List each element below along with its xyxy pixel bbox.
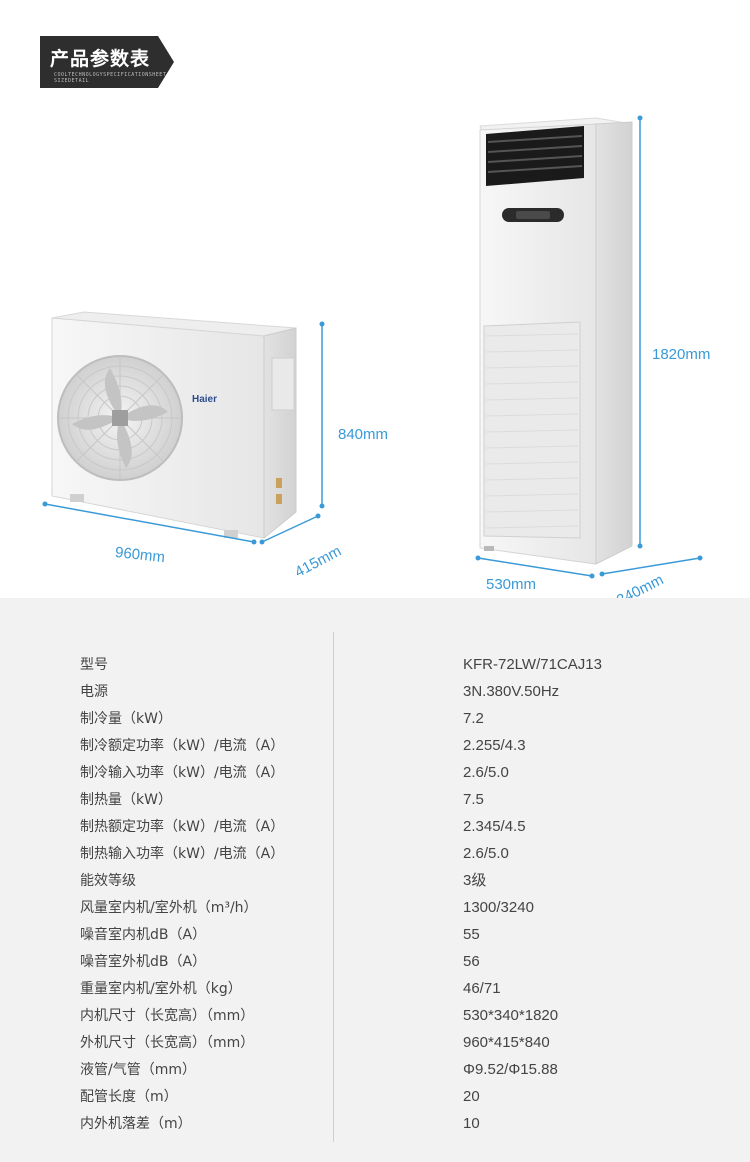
spec-key: 制热量（kW） xyxy=(80,792,172,808)
table-row: 风量室内机/室外机（m³/h） 1300/3240 xyxy=(0,898,750,925)
table-row: 配管长度（m） 20 xyxy=(0,1087,750,1114)
spec-value: 3级 xyxy=(463,872,487,889)
table-row: 电源 3N.380V.50Hz xyxy=(0,682,750,709)
diagram-drawing: Haier xyxy=(42,115,703,579)
spec-key: 外机尺寸（长宽高）（mm） xyxy=(80,1035,255,1051)
spec-value: 3N.380V.50Hz xyxy=(463,683,560,700)
table-row: 内机尺寸（长宽高）（mm） 530*340*1820 xyxy=(0,1006,750,1033)
spec-value: 10 xyxy=(463,1115,480,1132)
spec-value: 7.5 xyxy=(463,791,484,808)
spec-key: 重量室内机/室外机（kg） xyxy=(80,981,242,997)
spec-key: 制冷量（kW） xyxy=(80,711,172,727)
table-row: 重量室内机/室外机（kg） 46/71 xyxy=(0,979,750,1006)
table-row: 型号 KFR-72LW/71CAJ13 xyxy=(0,655,750,682)
spec-key: 制热额定功率（kW）/电流（A） xyxy=(80,819,285,835)
spec-key: 电源 xyxy=(80,684,108,700)
table-row: 制冷量（kW） 7.2 xyxy=(0,709,750,736)
indoor-unit-image xyxy=(479,117,634,565)
spec-value: KFR-72LW/71CAJ13 xyxy=(463,656,602,673)
spec-value: 960*415*840 xyxy=(463,1034,550,1051)
spec-value: 20 xyxy=(463,1088,480,1105)
spec-key: 型号 xyxy=(80,657,108,673)
table-row: 能效等级 3级 xyxy=(0,871,750,898)
table-row: 噪音室外机dB（A） 56 xyxy=(0,952,750,979)
spec-table: 型号 KFR-72LW/71CAJ13 电源 3N.380V.50Hz 制冷量（kW） 7… xyxy=(0,598,750,1162)
table-row: 制热额定功率（kW）/电流（A） 2.345/4.5 xyxy=(0,817,750,844)
spec-value: 55 xyxy=(463,926,480,943)
spec-key: 能效等级 xyxy=(80,873,136,889)
table-row: 液管/气管（mm） Φ9.52/Φ15.88 xyxy=(0,1060,750,1087)
spec-key: 配管长度（m） xyxy=(80,1089,178,1105)
spec-key: 液管/气管（mm） xyxy=(80,1062,196,1078)
spec-key: 制冷额定功率（kW）/电流（A） xyxy=(80,738,285,754)
table-divider xyxy=(333,632,334,1142)
section-banner: 产品参数表 COOLTECHNOLOGYSPECIFICATIONSHEET S… xyxy=(40,36,174,88)
spec-value: 46/71 xyxy=(463,980,501,997)
table-row: 外机尺寸（长宽高）（mm） 960*415*840 xyxy=(0,1033,750,1060)
haier-logo: Haier xyxy=(192,394,217,405)
table-row: 制冷额定功率（kW）/电流（A） 2.255/4.3 xyxy=(0,736,750,763)
spec-value: 1300/3240 xyxy=(463,899,534,916)
spec-value: Φ9.52/Φ15.88 xyxy=(463,1061,558,1078)
spec-value: 2.6/5.0 xyxy=(463,845,509,862)
indoor-width-label: 530mm xyxy=(486,576,537,593)
spec-key: 风量室内机/室外机（m³/h） xyxy=(80,900,258,916)
spec-value: 530*340*1820 xyxy=(463,1007,559,1024)
table-row: 制热量（kW） 7.5 xyxy=(0,790,750,817)
table-row: 噪音室内机dB（A） 55 xyxy=(0,925,750,952)
spec-key: 制热输入功率（kW）/电流（A） xyxy=(80,846,285,862)
spec-key: 内外机落差（m） xyxy=(80,1116,192,1132)
spec-value: 2.255/4.3 xyxy=(463,737,526,754)
outdoor-unit-image xyxy=(51,311,297,540)
spec-key: 噪音室内机dB（A） xyxy=(80,927,207,943)
indoor-height-label: 1820mm xyxy=(652,346,711,363)
banner-shape xyxy=(40,36,174,88)
banner-subtitle: COOLTECHNOLOGYSPECIFICATIONSHEET SIZEDET… xyxy=(54,72,167,84)
spec-value: 7.2 xyxy=(463,710,484,727)
spec-value: 56 xyxy=(463,953,480,970)
product-diagram: Haier xyxy=(0,96,750,609)
spec-key: 噪音室外机dB（A） xyxy=(80,954,207,970)
spec-key: 制冷输入功率（kW）/电流（A） xyxy=(80,765,285,781)
table-row: 制热输入功率（kW）/电流（A） 2.6/5.0 xyxy=(0,844,750,871)
spec-value: 2.6/5.0 xyxy=(463,764,509,781)
outdoor-height-label: 840mm xyxy=(338,426,389,443)
banner-title: 产品参数表 xyxy=(50,48,151,70)
spec-value: 2.345/4.5 xyxy=(463,818,526,835)
spec-key: 内机尺寸（长宽高）（mm） xyxy=(80,1008,255,1024)
table-row: 制冷输入功率（kW）/电流（A） 2.6/5.0 xyxy=(0,763,750,790)
table-row: 内外机落差（m） 10 xyxy=(0,1114,750,1141)
